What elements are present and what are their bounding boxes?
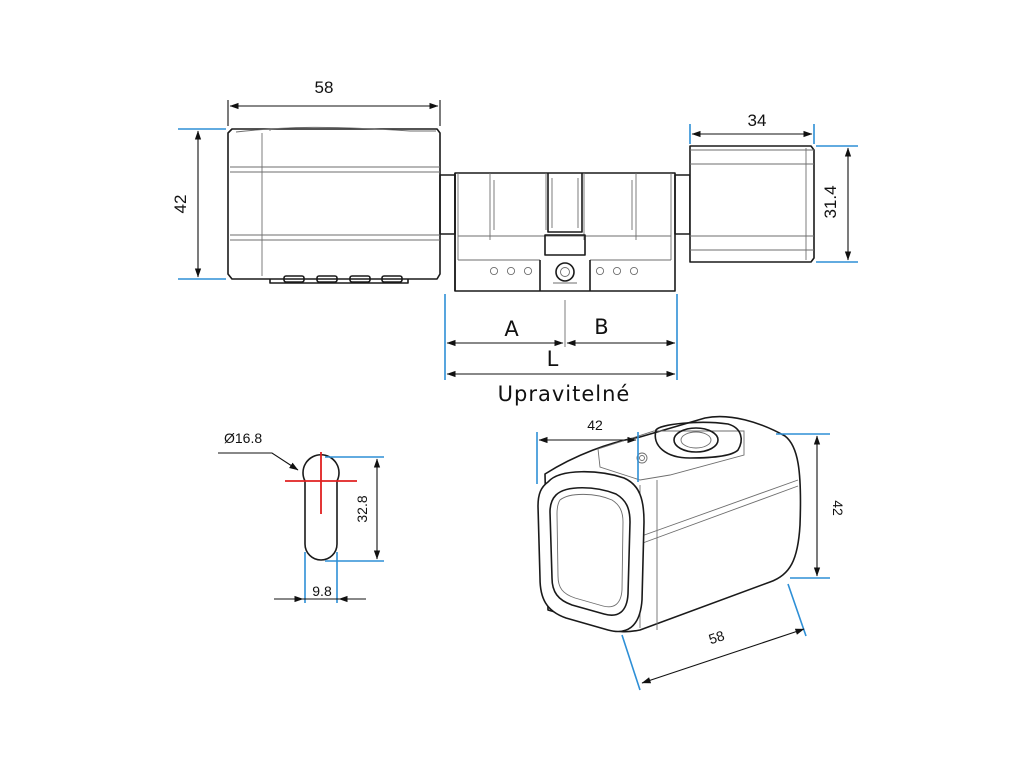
dim-b-label: B [594,315,609,339]
dim-thumb-height: 31.4 [816,145,858,263]
iso-dim-top-label: 42 [587,417,603,433]
pin-holes-right [595,266,639,276]
thumb-turn [674,145,815,263]
dim-knob-height-label: 42 [171,195,190,214]
knob-grip-teeth [283,275,403,283]
dim-knob-height: 42 [171,128,226,280]
adjustable-note: Upravitelné [498,382,631,406]
dim-thumb-width-label: 34 [748,111,767,130]
dim-thumb-height-label: 31.4 [821,185,840,218]
dim-a-label: A [504,317,519,341]
electronic-knob [227,126,441,284]
dim-height-label: 32.8 [354,495,370,522]
dim-diameter-label: Ø16.8 [224,430,262,446]
dim-thumb-width: 34 [689,111,815,144]
top-view: 58 42 34 31.4 A B L [171,78,858,406]
iso-dim-height-label: 42 [830,500,846,516]
iso-dim-length-label: 58 [707,627,727,647]
dim-l-label: L [547,347,560,371]
dim-length-abl: A B L Upravitelné [444,294,678,406]
profile-view: Ø16.8 32.8 9.8 [218,430,384,603]
isometric-view: 42 42 58 [536,415,846,691]
dim-width-label: 9.8 [312,583,332,599]
dim-knob-width-label: 58 [315,78,334,97]
dim-knob-width: 58 [227,78,441,126]
cylinder-body [439,172,676,292]
pin-holes-left [489,266,533,276]
